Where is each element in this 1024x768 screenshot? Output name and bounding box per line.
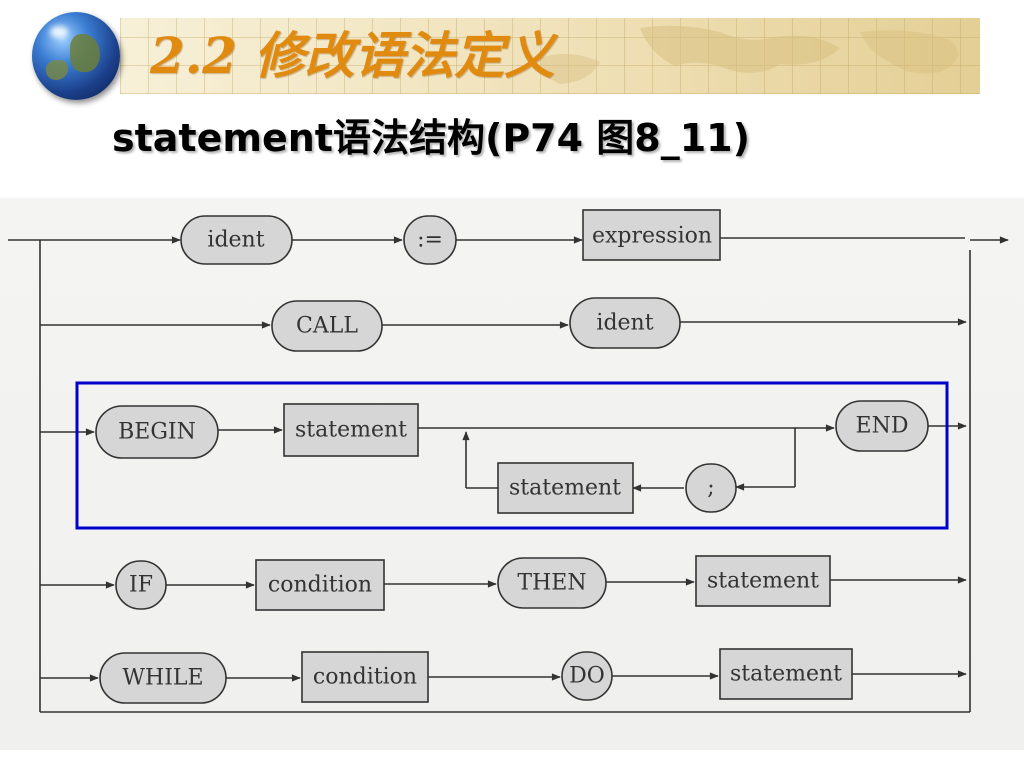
svg-text:END: END bbox=[856, 414, 909, 439]
node-call: CALL bbox=[271, 300, 383, 352]
node-assign-op: := bbox=[403, 215, 457, 265]
node-condition-if: condition bbox=[255, 559, 385, 611]
svg-text:WHILE: WHILE bbox=[122, 666, 203, 691]
svg-text::=: := bbox=[417, 228, 443, 253]
world-map-decoration bbox=[540, 25, 958, 84]
svg-text:condition: condition bbox=[313, 665, 417, 690]
node-then: THEN bbox=[497, 557, 607, 609]
svg-text:THEN: THEN bbox=[517, 571, 586, 596]
node-while: WHILE bbox=[99, 652, 227, 704]
node-statement-begin: statement bbox=[283, 403, 419, 457]
globe-icon bbox=[32, 12, 120, 100]
node-begin: BEGIN bbox=[95, 405, 219, 459]
svg-text:ident: ident bbox=[207, 228, 264, 253]
svg-text:ident: ident bbox=[596, 311, 653, 336]
node-expression: expression bbox=[582, 209, 721, 261]
connector-lines bbox=[8, 236, 1009, 713]
highlight-box-begin-row bbox=[75, 381, 949, 530]
svg-text:;: ; bbox=[707, 476, 714, 501]
svg-text:BEGIN: BEGIN bbox=[118, 420, 196, 445]
svg-text:CALL: CALL bbox=[296, 314, 358, 339]
svg-text:expression: expression bbox=[592, 224, 712, 249]
node-condition-while: condition bbox=[301, 651, 429, 703]
slide-title: 2.2 修改语法定义 bbox=[150, 26, 555, 85]
svg-text:statement: statement bbox=[707, 569, 819, 594]
svg-text:statement: statement bbox=[730, 662, 842, 687]
node-if: IF bbox=[115, 560, 167, 610]
svg-text:statement: statement bbox=[509, 476, 621, 501]
node-statement-while: statement bbox=[719, 648, 853, 700]
node-ident-call: ident bbox=[569, 297, 681, 349]
node-statement-if: statement bbox=[695, 555, 831, 607]
node-statement-loop: statement bbox=[497, 462, 634, 514]
svg-text:IF: IF bbox=[129, 573, 153, 598]
svg-text:condition: condition bbox=[268, 573, 372, 598]
node-ident: ident bbox=[180, 215, 293, 265]
slide-subtitle: statement语法结构(P74 图8_11) bbox=[112, 116, 750, 160]
svg-text:statement: statement bbox=[295, 418, 407, 443]
node-do: DO bbox=[561, 651, 613, 701]
svg-text:DO: DO bbox=[569, 664, 605, 689]
title-banner bbox=[120, 18, 980, 94]
node-end: END bbox=[835, 400, 929, 452]
syntax-diagram: ident := expression CALL ident BEGIN sta… bbox=[8, 209, 1009, 713]
node-semicolon: ; bbox=[685, 463, 737, 513]
